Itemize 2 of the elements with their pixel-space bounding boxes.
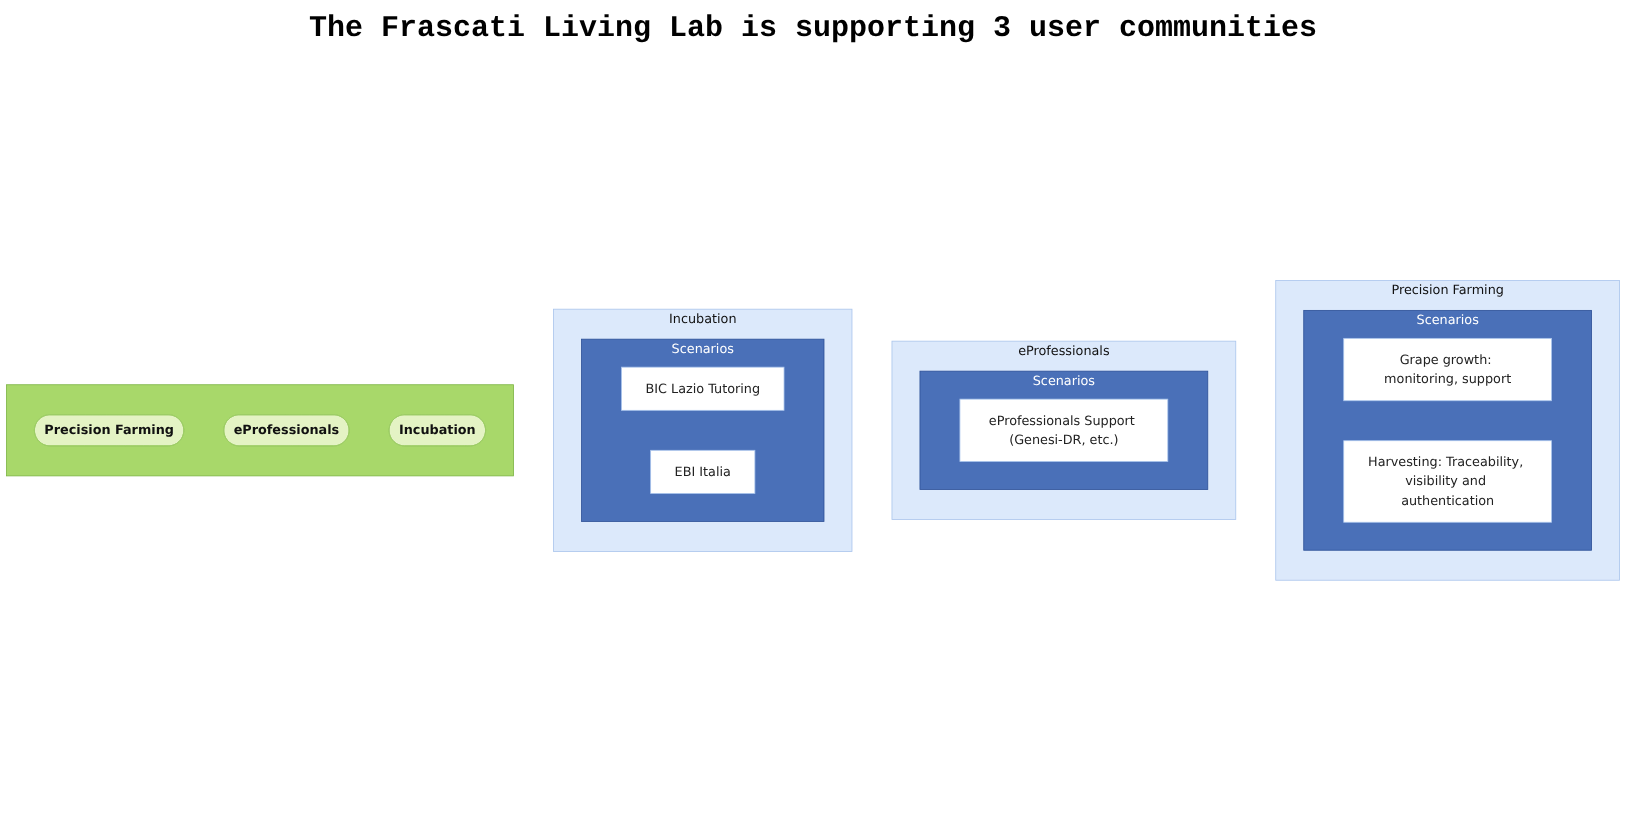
diagram-title: The Frascati Living Lab is supporting 3 user communities xyxy=(306,10,1320,50)
cluster xyxy=(6,384,514,476)
